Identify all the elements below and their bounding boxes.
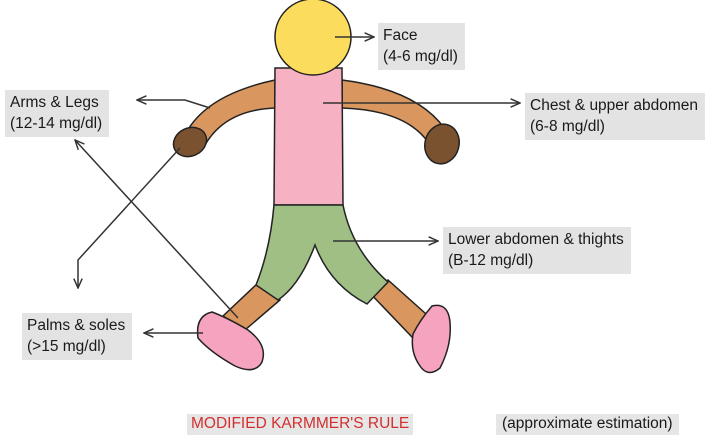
lower-abdomen-label-name: Lower abdomen & thights <box>448 231 624 248</box>
face-label-range: (4-6 mg/dl) <box>383 48 458 65</box>
estimation-note: (approximate estimation) <box>496 414 679 435</box>
arms-legs-label-range: (12-14 mg/dl) <box>10 115 103 132</box>
arms-legs-label-name: Arms & Legs <box>10 94 99 111</box>
chest-label: Chest & upper abdomen (6-8 mg/dl) <box>525 93 706 140</box>
torso <box>273 67 344 206</box>
left-hand <box>172 126 208 158</box>
diagram-caption: MODIFIED KARMMER'S RULE <box>187 414 414 435</box>
face-label-name: Face <box>383 27 418 44</box>
shorts <box>255 204 390 305</box>
lower-abdomen-label: Lower abdomen & thights (B-12 mg/dl) <box>443 227 631 274</box>
arms-legs-label: Arms & Legs (12-14 mg/dl) <box>5 90 110 137</box>
right-foot <box>411 304 452 374</box>
lower-abdomen-label-range: (B-12 mg/dl) <box>448 252 534 269</box>
right-hand <box>424 123 460 165</box>
left-foot <box>196 311 265 371</box>
palms-soles-label-name: Palms & soles <box>27 317 126 334</box>
palms-soles-label-range: (>15 mg/dl) <box>27 338 106 355</box>
face-label: Face (4-6 mg/dl) <box>378 23 465 70</box>
chest-label-range: (6-8 mg/dl) <box>530 118 605 135</box>
arms-arrow <box>137 100 211 109</box>
chest-label-name: Chest & upper abdomen <box>530 97 699 114</box>
leg-to-arms-arrow <box>75 140 239 319</box>
palms-soles-label: Palms & soles (>15 mg/dl) <box>22 313 133 360</box>
hand-to-palms-arrow <box>78 147 181 288</box>
